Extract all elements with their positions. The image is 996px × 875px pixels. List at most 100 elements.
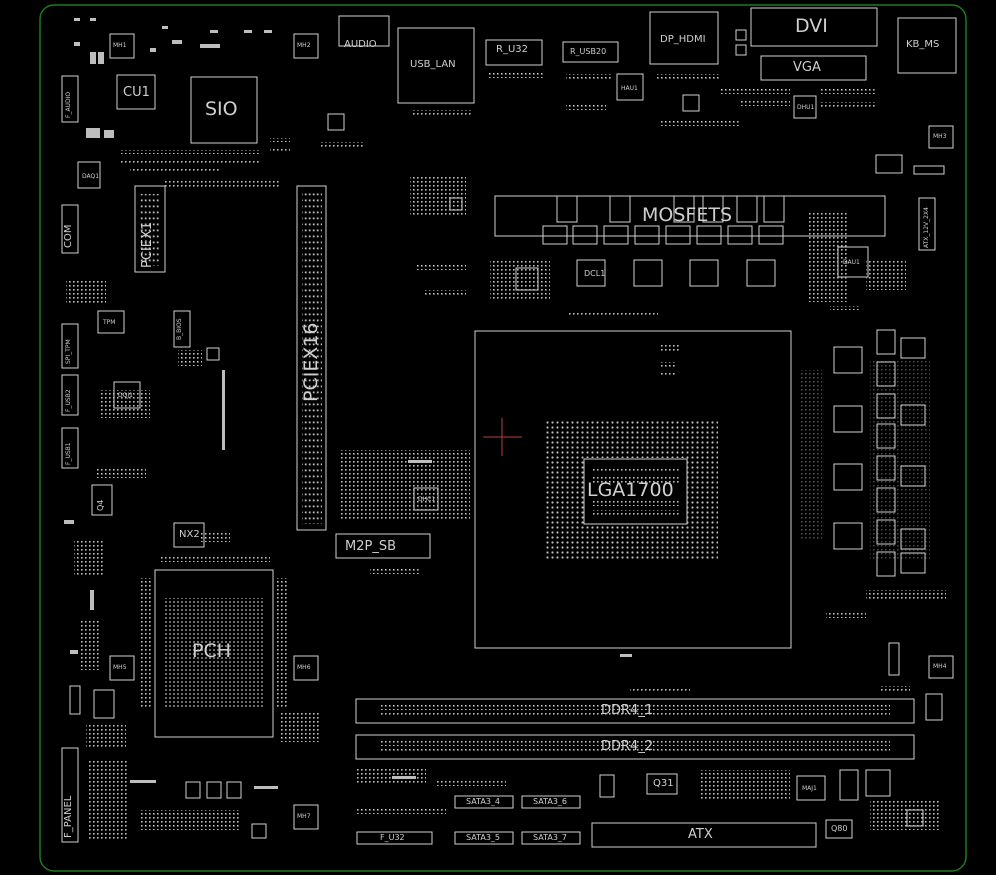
q80-chip	[825, 819, 853, 839]
audio-label: AUDIO	[344, 39, 377, 50]
lga1700-label: LGA1700	[587, 479, 674, 501]
r-usb20-label: R_USB20	[570, 47, 607, 56]
ddr4-2-slot	[355, 734, 915, 760]
mh5-hole	[109, 655, 135, 681]
com-header	[61, 204, 79, 254]
sata3-7-label: SATA3_7	[533, 833, 567, 842]
mh6-label: MH6	[297, 664, 311, 671]
f-u32-label: F_U32	[380, 833, 405, 842]
dhu1-chip	[793, 95, 817, 119]
maj1-label: MAJ1	[802, 785, 817, 792]
kb-ms-label: KB_MS	[906, 39, 940, 50]
sata3-6-label: SATA3_6	[533, 797, 567, 806]
q4-chip	[91, 484, 113, 516]
audio-connector	[338, 15, 390, 47]
r-u32-connector	[485, 39, 543, 66]
f-audio-label: F_AUDIO	[65, 91, 72, 118]
hau1-chip	[616, 73, 644, 101]
vga-connector	[760, 55, 867, 81]
r-u32-label: R_U32	[496, 44, 528, 55]
mh2-label: MH2	[297, 42, 311, 49]
pciex16-slot	[296, 185, 327, 531]
board-outline	[39, 4, 967, 872]
q4-label: Q4	[96, 499, 105, 511]
atx-12v-connector	[918, 197, 936, 251]
dp-hdmi-connector	[649, 11, 719, 65]
mosfets-label: MOSFETS	[642, 204, 733, 226]
mh3-label: MH3	[933, 133, 947, 140]
hau1-label: HAU1	[621, 85, 638, 92]
mh7-hole	[293, 804, 319, 830]
cu1-chip	[116, 74, 156, 110]
usb-lan-connector	[397, 27, 475, 104]
dau1-left-chip	[77, 161, 101, 189]
dcl1-label: DCL1	[584, 269, 606, 278]
dau1-label: DAU1	[843, 259, 860, 266]
dvi-connector	[750, 7, 878, 47]
usb-lan-label: USB_LAN	[410, 59, 456, 70]
sata3-4-label: SATA3_4	[466, 797, 500, 806]
f-u32-connector	[356, 831, 433, 845]
pciex16-label: PCIEX16	[300, 322, 322, 402]
atx-connector	[591, 822, 817, 848]
q31-chip	[646, 773, 678, 795]
sata3-6-connector	[521, 795, 581, 809]
r-usb20-connector	[562, 41, 619, 63]
f-audio-header	[61, 75, 79, 123]
f-usb1-header	[61, 427, 79, 469]
sata3-5-label: SATA3_5	[466, 833, 500, 842]
m2p-sb-connector	[335, 533, 431, 559]
cu1-label: CU1	[123, 85, 150, 100]
pciex1-slot	[134, 185, 166, 273]
maj1-chip	[796, 775, 826, 801]
q31-label: Q31	[653, 778, 674, 789]
pch-label: PCH	[192, 640, 232, 662]
f-usb2-label: F_USB2	[65, 389, 72, 412]
ddr4-1-slot	[355, 698, 915, 724]
mh1-label: MH1	[113, 42, 127, 49]
mh3-hole	[928, 125, 954, 149]
f-panel-header	[61, 747, 79, 843]
com-label: COM	[63, 224, 74, 248]
dhu1-label: DHU1	[797, 104, 815, 111]
dp-hdmi-label: DP_HDMI	[660, 34, 706, 45]
ddr4-1-label: DDR4_1	[601, 703, 654, 718]
sata3-7-connector	[521, 831, 581, 845]
f-panel-label: F_PANEL	[63, 795, 74, 838]
spi-tpm-label: SPI_TPM	[65, 339, 72, 364]
mh7-label: MH7	[297, 813, 311, 820]
pciex1-label: PCIEX1	[140, 221, 155, 268]
sata3-4-connector	[454, 795, 514, 809]
bios-label: B_BIOS	[176, 318, 183, 340]
cpu-socket	[474, 330, 792, 649]
dvi-label: DVI	[795, 15, 828, 37]
sata3-5-connector	[454, 831, 514, 845]
atx-label: ATX	[688, 827, 713, 842]
tpm-label: TPM	[103, 319, 116, 326]
mh2-hole	[293, 33, 319, 59]
mh1-hole	[109, 33, 135, 59]
mh4-label: MH4	[933, 663, 947, 670]
sio-chip	[190, 76, 258, 144]
tpm-chip	[97, 310, 125, 334]
dcl1-inductor	[576, 259, 606, 287]
pch-chip	[154, 569, 274, 738]
sio-label: SIO	[205, 98, 238, 120]
daq1-label: DAQ1	[82, 173, 100, 180]
f-usb2-header	[61, 374, 79, 416]
q80-label: Q80	[831, 824, 848, 833]
m2p-sb-label: M2P_SB	[345, 539, 396, 554]
dhc1-label: DHC1	[418, 496, 436, 503]
vga-label: VGA	[793, 60, 821, 75]
spi-tpm-header	[61, 323, 79, 369]
mh6-hole	[293, 655, 319, 681]
mh4-hole	[928, 655, 954, 679]
ddr4-2-label: DDR4_2	[601, 739, 654, 754]
atx-12v-label: ATX_12V_2X4	[923, 207, 930, 248]
f-usb1-label: F_USB1	[65, 442, 72, 465]
mh5-label: MH5	[113, 664, 127, 671]
dqj1-label: DQJ1	[118, 392, 133, 399]
kb-ms-connector	[897, 17, 957, 74]
nx2-label: NX2	[179, 529, 200, 540]
